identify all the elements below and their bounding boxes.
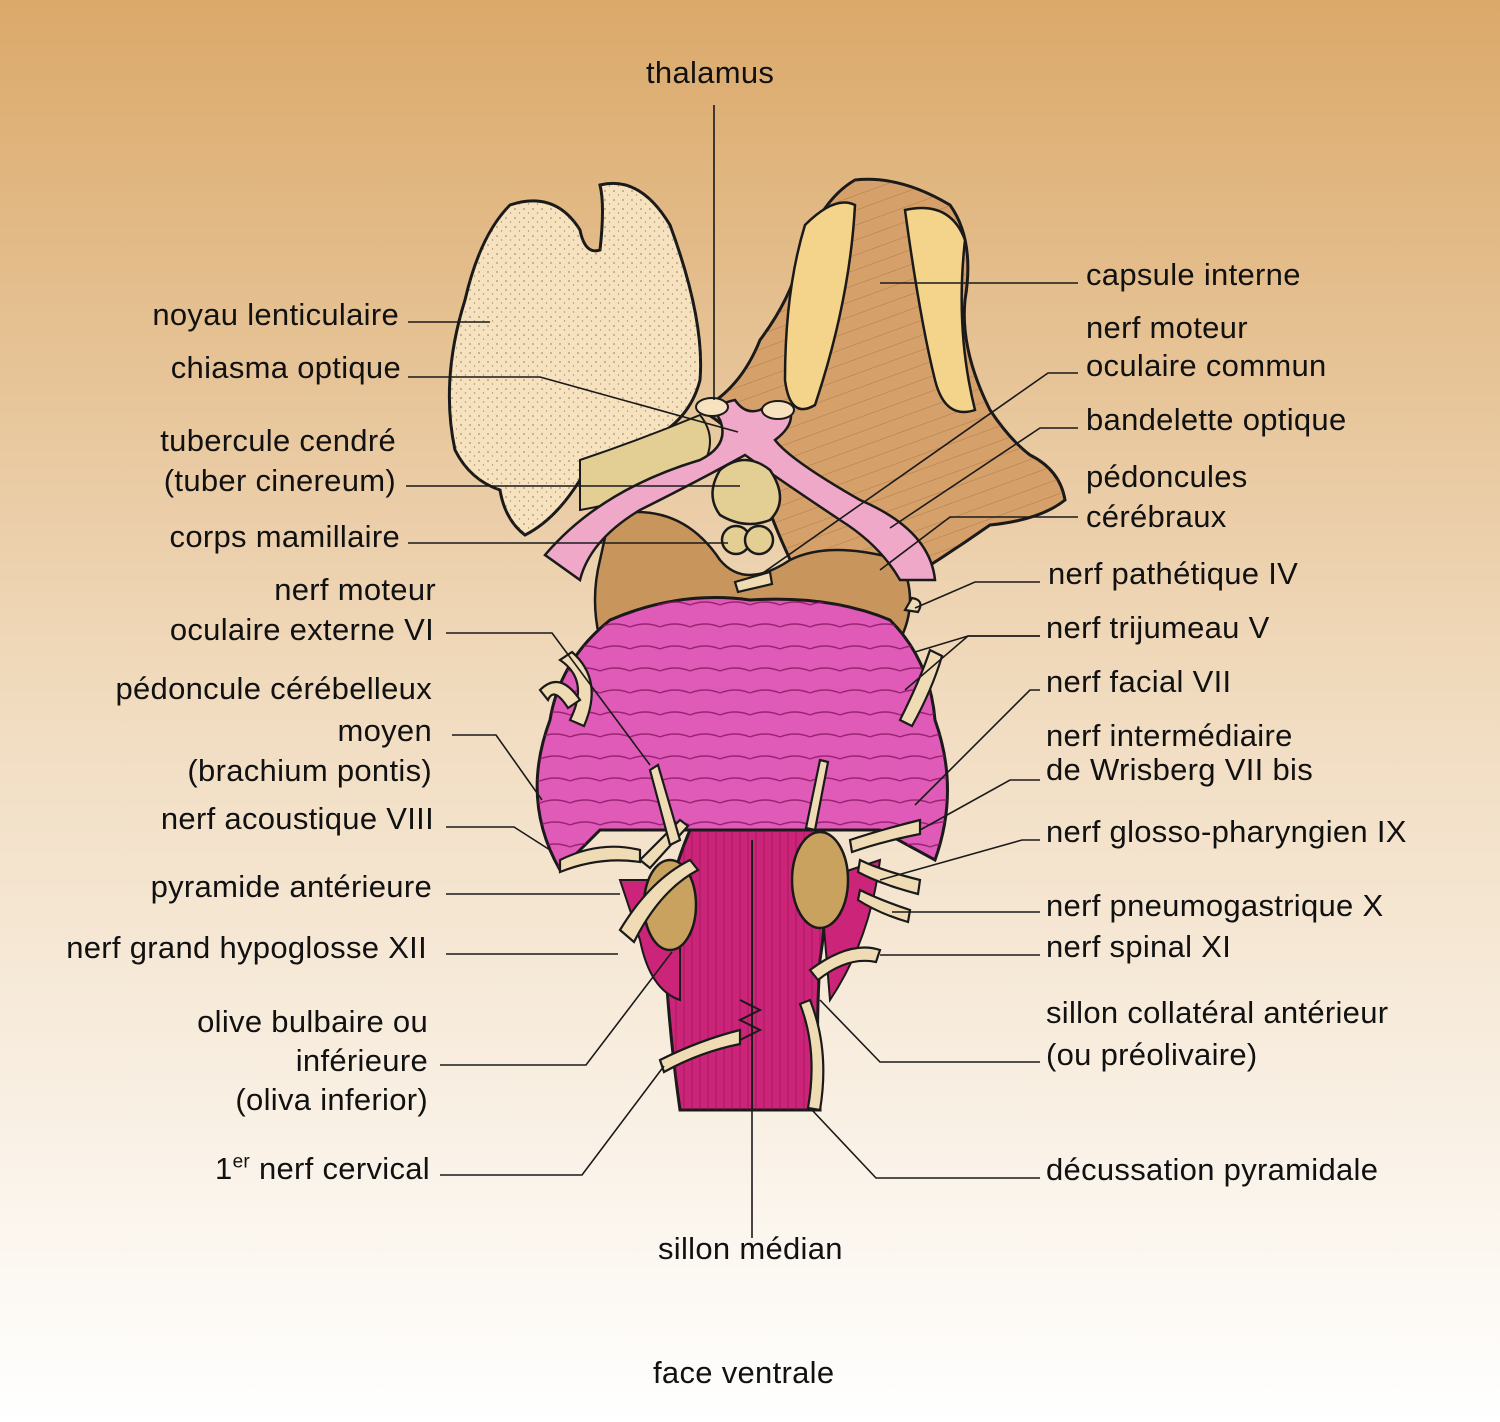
label-sillon-collateral-1: sillon collatéral antérieur (1046, 995, 1389, 1030)
label-tubercule-cendre-1: tubercule cendré (160, 423, 396, 458)
label-thalamus: thalamus (646, 55, 775, 90)
label-nerf-moteur-oc-2: oculaire commun (1086, 348, 1327, 383)
label-nerf-glosso: nerf glosso-pharyngien IX (1046, 814, 1407, 849)
label-nerf-intermediaire-1: nerf intermédiaire (1046, 718, 1293, 753)
label-bandelette-optique: bandelette optique (1086, 402, 1347, 437)
label-nerf-intermediaire-2: de Wrisberg VII bis (1046, 752, 1314, 787)
label-sillon-collateral-2: (ou préolivaire) (1046, 1037, 1258, 1072)
label-corps-mamillaire: corps mamillaire (169, 519, 400, 554)
label-olive-2: inférieure (295, 1043, 428, 1078)
label-nerf-pneumo: nerf pneumogastrique X (1046, 888, 1384, 923)
label-pyramide-anterieure: pyramide antérieure (150, 869, 432, 904)
leader-lines (406, 105, 1078, 1238)
label-nerf-facial: nerf facial VII (1046, 664, 1232, 699)
label-nerf-moteur-ext-1: nerf moteur (274, 572, 436, 607)
label-olive-3: (oliva inferior) (235, 1082, 428, 1117)
label-nerf-trijumeau: nerf trijumeau V (1046, 610, 1270, 645)
lenticular-nucleus-shape (447, 181, 711, 537)
label-nerf-acoustique: nerf acoustique VIII (160, 801, 434, 836)
tuber-cinereum-shape (711, 458, 782, 556)
label-olive-1: olive bulbaire ou (197, 1004, 428, 1039)
optic-chiasma-shape (543, 397, 937, 583)
caption-face-ventrale: face ventrale (653, 1355, 835, 1390)
label-decussation: décussation pyramidale (1046, 1152, 1379, 1187)
label-capsule-interne: capsule interne (1086, 257, 1301, 292)
label-nerf-cervical: 1er nerf cervical (215, 1150, 430, 1188)
label-pedoncules-1: pédoncules (1086, 459, 1248, 494)
label-pedoncule-cereb-2: moyen (337, 713, 432, 748)
label-pedoncule-cereb-1: pédoncule cérébelleux (115, 671, 432, 706)
label-nerf-cervical-rest: nerf cervical (250, 1151, 430, 1186)
label-chiasma-optique: chiasma optique (170, 350, 401, 385)
label-pedoncules-2: cérébraux (1086, 499, 1227, 534)
label-tubercule-cendre-2: (tuber cinereum) (163, 463, 396, 498)
label-nerf-moteur-oc-1: nerf moteur (1086, 310, 1248, 345)
label-pedoncule-cereb-3: (brachium pontis) (187, 753, 432, 788)
label-nerf-hypoglosse: nerf grand hypoglosse XII (66, 930, 427, 965)
label-noyau-lenticulaire: noyau lenticulaire (152, 297, 399, 332)
label-nerf-moteur-ext-2: oculaire externe VI (169, 612, 434, 647)
cranial-nerves-shapes (538, 570, 944, 1112)
label-nerf-spinal: nerf spinal XI (1046, 929, 1232, 964)
label-nerf-cervical-sup: er (232, 1151, 251, 1173)
olive-right-shape (790, 830, 850, 930)
label-sillon-median: sillon médian (658, 1231, 843, 1266)
pons-shape (535, 596, 949, 873)
label-nerf-cervical-num: 1 (215, 1151, 233, 1186)
label-nerf-pathetique: nerf pathétique IV (1048, 556, 1299, 591)
